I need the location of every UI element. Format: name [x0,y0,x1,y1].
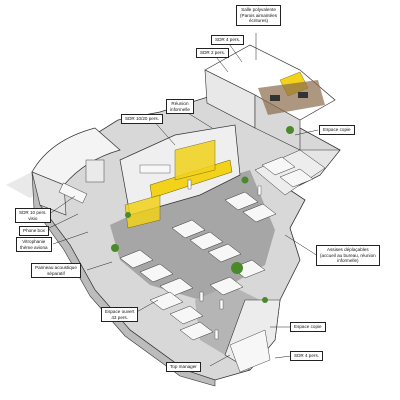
label-vitrophanie: Vitrophanie thème aviona [16,237,52,253]
label-assises-line3: informelle) [337,258,359,264]
label-panneau-acoustique: Panneau acoustique séparatif [31,263,81,279]
label-assises-line1: Assises déplaçables [327,247,369,252]
label-assises-deplacables: Assises déplaçables (accueil au bureau, … [316,245,380,267]
label-salle-polyvalente-line3: écritures) [248,18,269,24]
plants [111,126,294,303]
label-sdr10-visio-line2: visio [28,215,38,221]
label-espace-copie-bottom: Espace copie [290,322,326,332]
people [187,179,262,340]
label-reunion-line2: informelle [170,106,190,112]
label-espace-ouvert-line2: 43 pers. [111,314,128,320]
label-sdr10-visio: SDR 10 pers. visio [15,208,51,224]
label-espace-copie-top: Espace copie [319,125,355,135]
label-panneau-line1: Panneau acoustique [35,265,77,270]
label-espace-ouvert-line1: Espace ouvert [105,309,135,314]
label-salle-polyvalente-line1: Salle polyvalente [241,7,276,12]
yellow-meeting-room [119,124,241,229]
label-salle-polyvalente-line2: (Parois aimantées [240,12,278,18]
meeting-room-left [31,127,121,216]
top-rooms [204,44,336,151]
label-phone-box: Phone box [19,226,49,236]
label-top-manager: Top manager [166,362,201,372]
label-assises-line2: (accueil au bureau, réunion [320,252,376,258]
label-sdr-10-20: SDR 10/20 pers. [121,114,163,124]
label-salle-polyvalente: Salle polyvalente (Parois aimantées écri… [236,5,282,27]
label-reunion-informelle: Réunion informelle [166,99,194,115]
desk-clusters [119,156,314,341]
label-reunion-line1: Réunion [171,101,189,106]
label-sdr4-bottom: SDR 4 pers. [290,351,324,361]
label-espace-ouvert: Espace ouvert 43 pers. [101,307,139,323]
lower-right-rooms [224,299,281,373]
label-sdr10-visio-line1: SDR 10 pers. [19,210,47,215]
label-panneau-line2: séparatif [47,270,65,276]
label-vitrophanie-line2: thème aviona [20,244,48,250]
label-vitrophanie-line1: Vitrophanie [22,239,46,244]
label-sdr2: SDR 2 pers. [196,48,230,58]
label-sdr4-top: SDR 4 pers. [211,35,245,45]
